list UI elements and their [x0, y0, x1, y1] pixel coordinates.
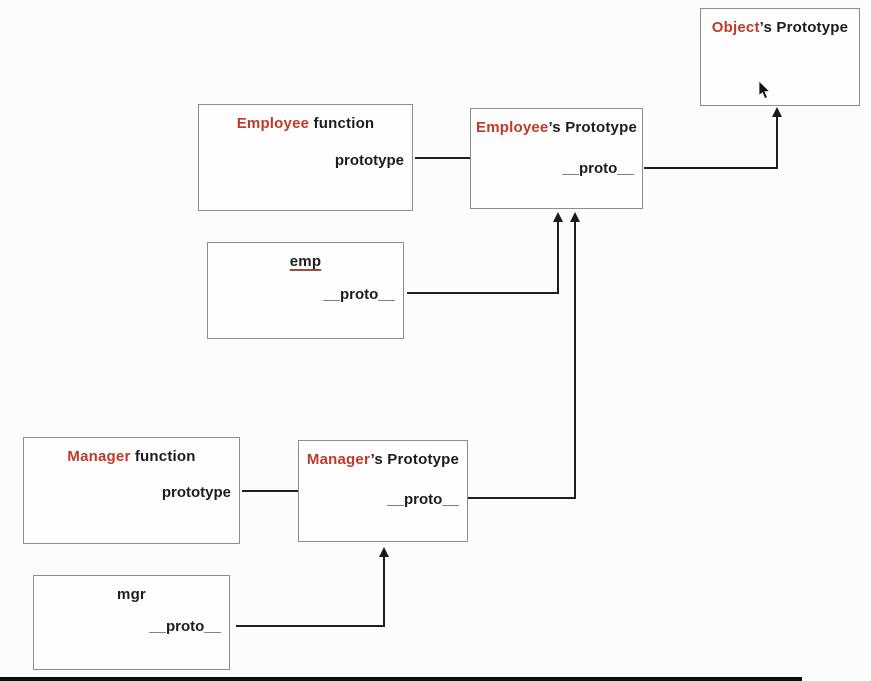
connector-employee-prototype-to-object-v: [776, 116, 778, 169]
connector-emp-to-employee-prototype-h: [407, 292, 559, 294]
node-title-name: Object: [711, 19, 760, 36]
node-emp: emp __proto__: [207, 242, 404, 339]
member-proto: __proto__: [387, 491, 459, 508]
member-prototype: prototype: [161, 484, 231, 501]
bottom-letterbox-bar: [0, 677, 802, 681]
member-prototype: prototype: [334, 152, 404, 169]
node-title: Employee’s Prototype: [471, 119, 642, 136]
connector-employee-prototype-to-object-h: [644, 167, 778, 169]
node-title-name: mgr: [117, 586, 146, 603]
node-title-name: Employee: [476, 119, 549, 136]
node-title-suffix: ’s Prototype: [370, 451, 460, 468]
connector-employee-function-to-employee-prototype: [415, 157, 470, 159]
node-title: Object’s Prototype: [701, 19, 859, 36]
member-proto: __proto__: [562, 160, 634, 177]
node-title: Employee function: [199, 115, 412, 132]
node-title-name: Manager: [67, 448, 131, 465]
mouse-cursor-icon: [758, 81, 771, 100]
arrowhead-manager-prototype-into-employee-prototype: [570, 212, 580, 222]
arrowhead-into-object-prototype: [772, 107, 782, 117]
node-title-suffix: function: [309, 115, 375, 132]
node-title-name: Manager: [306, 451, 371, 468]
node-manager-prototype: Manager’s Prototype __proto__: [298, 440, 468, 542]
node-title: emp: [208, 253, 403, 270]
node-employee-prototype: Employee’s Prototype __proto__: [470, 108, 643, 209]
connector-manager-prototype-to-employee-prototype-v: [574, 221, 576, 499]
connector-emp-to-employee-prototype-v: [557, 221, 559, 294]
node-manager-function: Manager function prototype: [23, 437, 240, 544]
connector-mgr-to-manager-prototype-h: [236, 625, 385, 627]
node-title-suffix: function: [130, 448, 196, 465]
arrowhead-mgr-into-manager-prototype: [379, 547, 389, 557]
connector-manager-function-to-manager-prototype: [242, 490, 298, 492]
member-proto: __proto__: [149, 618, 221, 635]
node-title-name: emp: [289, 253, 322, 270]
node-title-suffix: ’s Prototype: [759, 19, 849, 36]
node-title-name: Employee: [236, 115, 310, 132]
node-title: mgr: [34, 586, 229, 603]
connector-mgr-to-manager-prototype-v: [383, 556, 385, 627]
node-mgr: mgr __proto__: [33, 575, 230, 670]
arrowhead-emp-into-employee-prototype: [553, 212, 563, 222]
node-title: Manager’s Prototype: [299, 451, 467, 468]
connector-manager-prototype-to-employee-prototype-h: [468, 497, 576, 499]
node-employee-function: Employee function prototype: [198, 104, 413, 211]
node-title: Manager function: [24, 448, 239, 465]
member-proto: __proto__: [323, 286, 395, 303]
node-object-prototype: Object’s Prototype: [700, 8, 860, 106]
node-title-suffix: ’s Prototype: [548, 119, 637, 136]
